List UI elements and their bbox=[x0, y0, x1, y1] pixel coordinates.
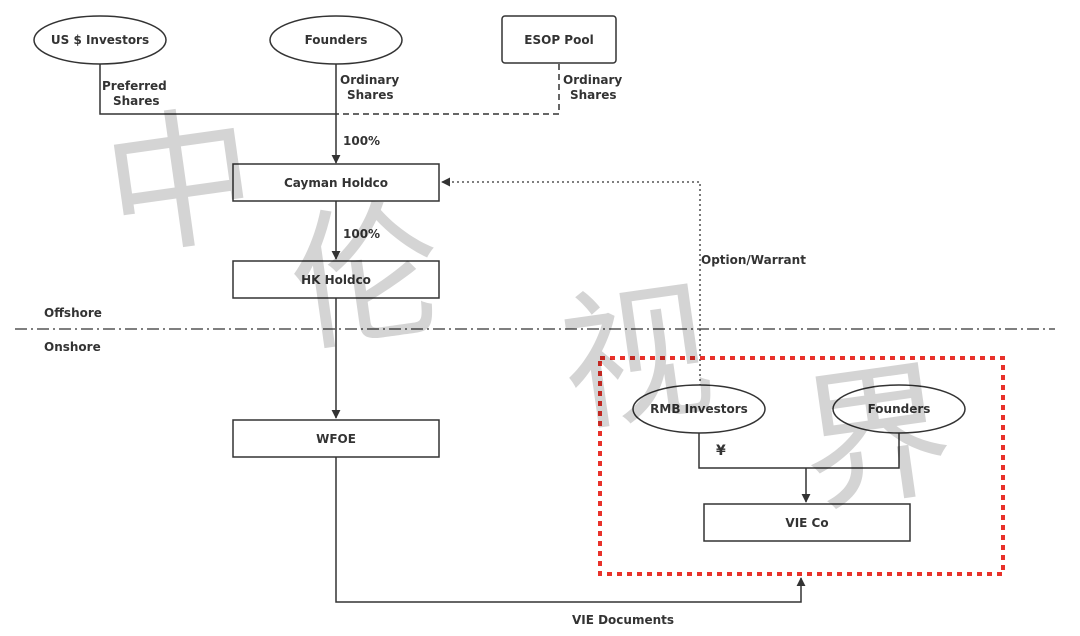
us-investors-label: US $ Investors bbox=[51, 33, 149, 47]
founders-ordinary-label-line2: Shares bbox=[347, 88, 393, 102]
preferred-shares-label-line2: Shares bbox=[113, 94, 159, 108]
founders-bottom-node[interactable] bbox=[832, 384, 966, 434]
preferred-shares-label-line1: Preferred bbox=[102, 79, 167, 93]
watermark-char-3: 视 bbox=[550, 262, 723, 455]
rmb-investors-label: RMB Investors bbox=[650, 402, 748, 416]
hk-holdco-label: HK Holdco bbox=[301, 273, 371, 287]
cayman-holdco-label: Cayman Holdco bbox=[284, 176, 388, 190]
esop-pool-label: ESOP Pool bbox=[524, 33, 593, 47]
watermark-char-1: 中 bbox=[94, 87, 267, 280]
rmb-investors-node[interactable] bbox=[632, 384, 766, 434]
hk-ownership-pct: 100% bbox=[343, 227, 380, 241]
founders-top-node[interactable] bbox=[269, 15, 403, 65]
cayman-holdco-node[interactable] bbox=[232, 163, 440, 202]
watermark: 中 伦 视 界 bbox=[94, 87, 962, 535]
vie-co-label: VIE Co bbox=[785, 516, 828, 530]
founders-bottom-label: Founders bbox=[868, 402, 931, 416]
wfoe-label: WFOE bbox=[316, 432, 356, 446]
vie-documents-label: VIE Documents bbox=[572, 613, 674, 627]
watermark-char-4: 界 bbox=[790, 342, 963, 535]
esop-ordinary-shares-line bbox=[336, 64, 560, 115]
preferred-shares-line bbox=[99, 64, 336, 115]
offshore-label: Offshore bbox=[44, 306, 102, 320]
rmb-investors-founders-connector bbox=[698, 430, 900, 469]
esop-ordinary-label-line2: Shares bbox=[570, 88, 616, 102]
hk-holdco-node[interactable] bbox=[232, 260, 440, 299]
vie-boundary bbox=[598, 356, 1005, 576]
esop-ordinary-label-line1: Ordinary bbox=[563, 73, 622, 87]
watermark-char-2: 伦 bbox=[280, 182, 453, 375]
yuan-symbol: ¥ bbox=[716, 443, 726, 459]
us-investors-node[interactable] bbox=[33, 15, 167, 65]
wfoe-node[interactable] bbox=[232, 419, 440, 458]
founders-top-label: Founders bbox=[305, 33, 368, 47]
vie-co-node[interactable] bbox=[703, 503, 911, 542]
founders-ordinary-label-line1: Ordinary bbox=[340, 73, 399, 87]
vie-documents-arrow bbox=[335, 457, 806, 603]
esop-pool-node[interactable] bbox=[501, 15, 617, 64]
option-warrant-arrow bbox=[441, 177, 701, 391]
cayman-ownership-pct: 100% bbox=[343, 134, 380, 148]
onshore-label: Onshore bbox=[44, 340, 101, 354]
option-warrant-label: Option/Warrant bbox=[701, 253, 806, 267]
